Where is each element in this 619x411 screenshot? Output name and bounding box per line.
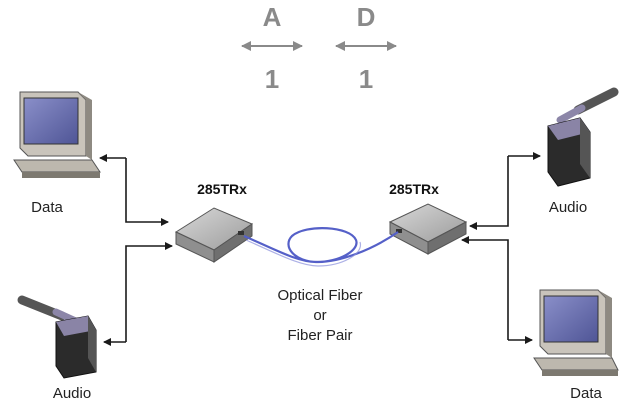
computer-icon (533, 289, 619, 376)
optical-fiber-cable (243, 227, 399, 267)
endpoint-label-top-right: Audio (549, 199, 587, 216)
connection-audio-right (469, 152, 541, 230)
microphone-speaker-icon (547, 87, 619, 187)
connection-data-left (99, 154, 169, 226)
endpoint-label-top-left: Data (31, 199, 63, 216)
device-label-left: 285TRx (197, 181, 247, 197)
fiber-label-line3: Fiber Pair (287, 327, 352, 344)
ratio-right-top: D (357, 2, 376, 32)
computer-icon (13, 91, 101, 178)
connection-data-right (461, 236, 533, 344)
endpoint-label-bottom-right: Data (570, 385, 602, 402)
microphone-speaker-icon (17, 295, 97, 379)
fiber-label-line2: or (313, 307, 326, 324)
ratio-left-top: A (263, 2, 282, 32)
ratio-left-bottom: 1 (265, 64, 279, 94)
device-label-right: 285TRx (389, 181, 439, 197)
fiber-transceiver-unit-right (388, 203, 468, 255)
ratio-legend-left: A 1 (241, 2, 303, 94)
ratio-right-bottom: 1 (359, 64, 373, 94)
fiber-transceiver-unit-left (174, 207, 254, 263)
ratio-legend-right: D 1 (335, 2, 397, 94)
connection-audio-left (103, 242, 173, 346)
endpoint-label-bottom-left: Audio (53, 385, 91, 402)
fiber-label-line1: Optical Fiber (277, 287, 362, 304)
